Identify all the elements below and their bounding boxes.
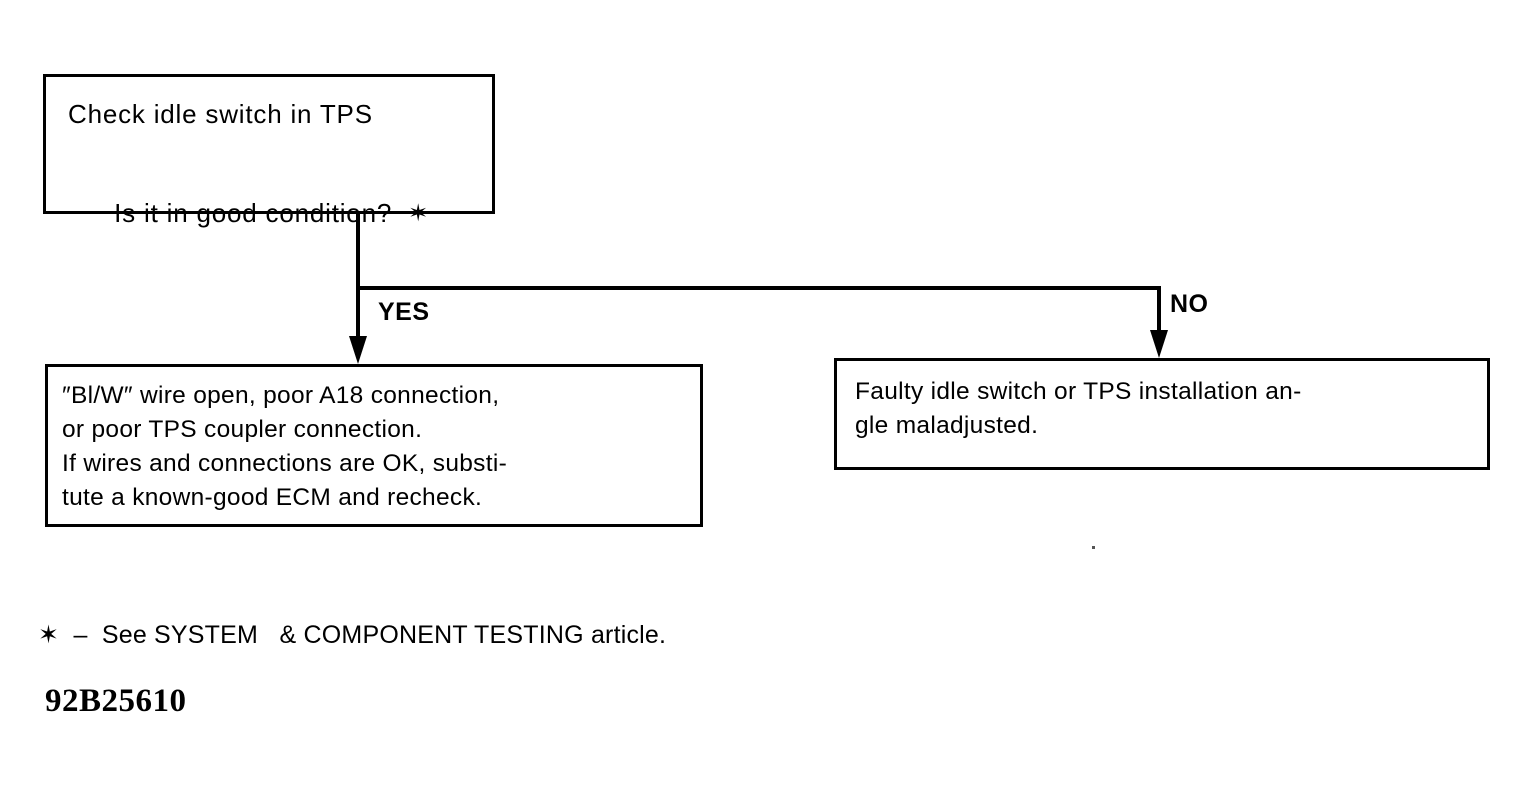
outcome-box-yes-text: ″Bl/W″ wire open, poor A18 connection, o… [62,382,508,511]
footnote-legend: ✶ – See SYSTEM & COMPONENT TESTING artic… [38,621,667,649]
connector-split-horizontal [356,286,1161,290]
yes-branch-arrowhead-icon [349,336,367,364]
decision-box-line-1: Check idle switch in TPS [68,99,373,129]
no-branch-arrowhead-icon [1150,330,1168,358]
decision-question-text: Is it in good condition? [114,198,409,228]
outcome-box-no: Faulty idle switch or TPS installation a… [834,358,1490,470]
branch-label-yes: YES [378,298,430,326]
star-footnote-marker-icon: ✶ [408,200,430,227]
connector-no-branch-vertical [1157,286,1161,332]
scan-artifact-speck [1092,546,1095,549]
diagram-id-code: 92B25610 [45,683,187,719]
outcome-box-yes: ″Bl/W″ wire open, poor A18 connection, o… [45,364,703,527]
connector-stem-vertical [356,213,360,290]
branch-label-no: NO [1170,290,1209,318]
decision-box: Check idle switch in TPS Is it in good c… [43,74,495,228]
decision-box-line-2: Is it in good condition? ✶ [66,167,429,260]
connector-yes-branch-vertical [356,286,360,338]
outcome-box-no-text: Faulty idle switch or TPS installation a… [855,378,1302,439]
